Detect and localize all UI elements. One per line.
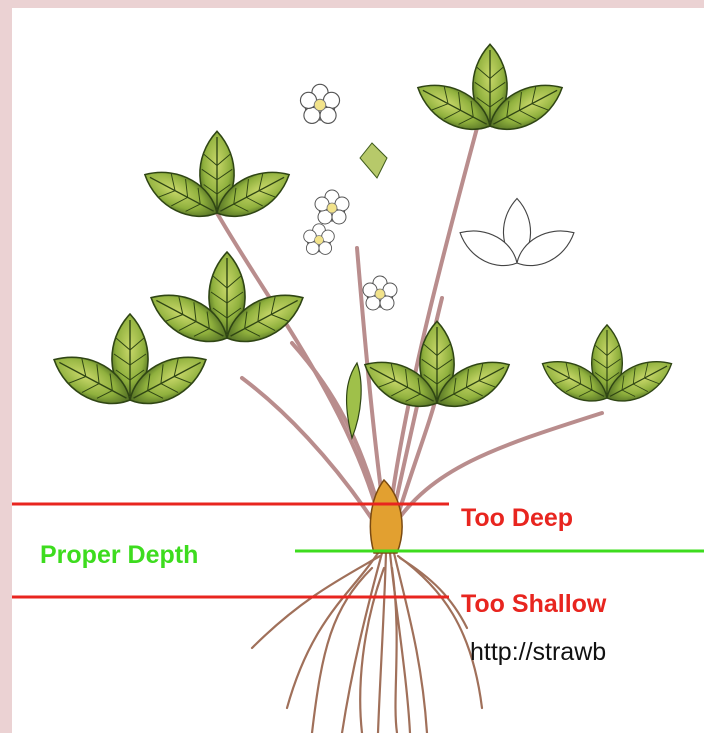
too-shallow-label: Too Shallow [461,590,606,619]
too-deep-label: Too Deep [461,504,573,533]
illustration-frame: Too Deep Proper Depth Too Shallow http:/… [12,8,704,733]
plant-flowers [300,84,397,310]
source-url: http://strawb [470,638,606,667]
strawberry-plant-illustration [12,8,704,733]
proper-depth-label: Proper Depth [40,541,198,570]
plant-leaves [46,44,679,438]
plant-roots [252,553,482,733]
